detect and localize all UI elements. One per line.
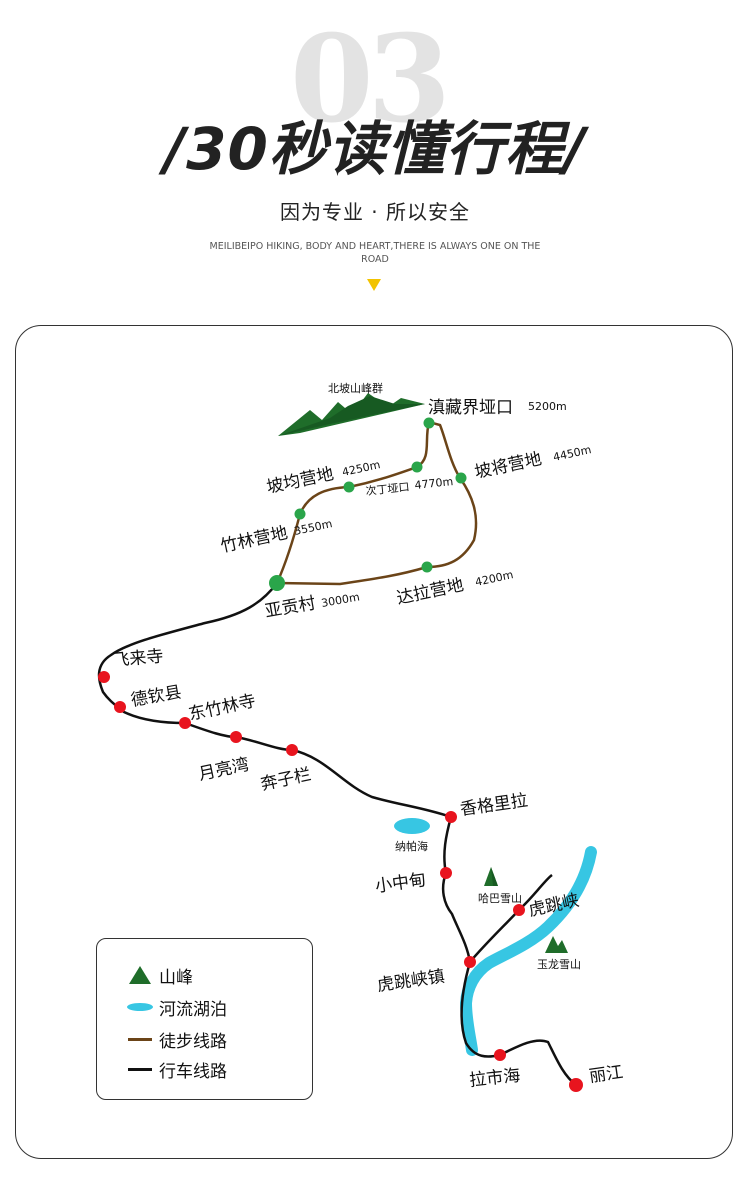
- label-pojiang-camp: 坡将营地: [473, 449, 544, 483]
- label-hutiaoxia-town: 虎跳峡镇: [376, 967, 446, 996]
- label-lijiang: 丽江: [588, 1062, 624, 1087]
- map-frame: [15, 325, 733, 1159]
- drive-points: [98, 671, 583, 1092]
- label-shangri-la: 香格里拉: [459, 791, 529, 820]
- water-icon: [127, 1003, 153, 1011]
- trek-points: [269, 417, 467, 591]
- legend-trek: 徒步线路: [127, 1027, 227, 1052]
- trek-point-pojun-camp: [343, 481, 355, 493]
- drive-point-lijiang: [569, 1078, 583, 1092]
- label-yulong-mountain: 玉龙雪山: [537, 958, 581, 971]
- drive-point-feilai-temple: [98, 671, 110, 683]
- label-napa-lake: 纳帕海: [395, 839, 428, 853]
- alt-pojun-camp: 4250m: [341, 458, 382, 479]
- label-dianzang-pass: 滇藏界垭口: [428, 398, 513, 418]
- drive-point-xiaozhongdian: [440, 867, 452, 879]
- drive-point-lashihai: [494, 1049, 506, 1061]
- drive-route: [97, 582, 553, 965]
- drive-point-hutiaoxia-town: [464, 956, 476, 968]
- haba-mountain-shadow-icon: [491, 867, 498, 886]
- trek-point-pojiang-camp: [455, 472, 467, 484]
- map-legend: 山峰 河流湖泊 徒步线路 行车线路: [96, 938, 313, 1100]
- page-subtitle: 因为专业 · 所以安全: [279, 200, 471, 224]
- river: [459, 846, 597, 1056]
- english-tagline: MEILIBEIPO HIKING, BODY AND HEART,THERE …: [209, 241, 541, 265]
- alt-pojiang-camp: 4450m: [552, 443, 593, 464]
- trek-point-dala-camp: [421, 561, 433, 573]
- label-benzilan: 奔子栏: [259, 765, 313, 795]
- legend-trek-label: 徒步线路: [159, 1031, 227, 1052]
- label-dongzhulin: 东竹林寺: [187, 691, 258, 725]
- legend-peak-label: 山峰: [159, 967, 193, 988]
- trek-point-dianzang-pass: [423, 417, 435, 429]
- alt-cidin-pass: 4770m: [414, 475, 454, 492]
- trek-route: [275, 420, 478, 586]
- legend-water-label: 河流湖泊: [159, 999, 227, 1020]
- napa-lake: [394, 818, 430, 834]
- label-zhulin-camp: 竹林营地: [219, 523, 290, 557]
- label-yueliangwan: 月亮湾: [197, 755, 251, 785]
- label-dala-camp: 达拉营地: [395, 575, 466, 609]
- mountain-group-label: 北坡山峰群: [328, 381, 383, 395]
- drive-point-yueliangwan: [230, 731, 242, 743]
- trek-point-yagong-village: [269, 575, 285, 591]
- label-feilai-temple: 飞来寺: [112, 647, 165, 671]
- alt-dala-camp: 4200m: [474, 568, 515, 589]
- down-triangle-icon: [367, 279, 381, 291]
- drive-point-dongzhulin: [179, 717, 191, 729]
- section-number: 03: [290, 9, 451, 150]
- legend-water: 河流湖泊: [127, 995, 227, 1020]
- drive-point-deqin: [114, 701, 126, 713]
- legend-drive: 行车线路: [127, 1057, 227, 1082]
- mountain-range-shadow-icon: [278, 396, 425, 436]
- label-yagong-village: 亚贡村: [263, 593, 317, 622]
- drive-point-benzilan: [286, 744, 298, 756]
- label-cidin-pass: 次丁垭口: [365, 479, 410, 498]
- yulong-mountain-icon: [545, 936, 568, 953]
- drive-line-icon: [128, 1067, 152, 1071]
- label-deqin: 德钦县: [129, 682, 183, 711]
- alt-yagong-village: 3000m: [320, 590, 360, 610]
- trek-point-zhulin-camp: [294, 508, 306, 520]
- legend-peak: 山峰: [127, 963, 193, 988]
- label-xiaozhongdian: 小中甸: [374, 870, 427, 897]
- legend-drive-label: 行车线路: [159, 1061, 227, 1082]
- drive-point-tiger-leaping-gorge: [513, 904, 525, 916]
- alt-dianzang-pass: 5200m: [528, 400, 567, 413]
- peak-icon: [129, 966, 151, 984]
- label-haba-mountain: 哈巴雪山: [478, 892, 522, 905]
- trek-line-icon: [128, 1037, 152, 1041]
- label-pojun-camp: 坡均营地: [265, 464, 336, 498]
- trek-point-cidin-pass: [411, 461, 423, 473]
- drive-point-shangri-la: [445, 811, 457, 823]
- page-title: /30秒读懂行程/: [163, 115, 587, 183]
- label-lashihai: 拉市海: [468, 1066, 521, 1091]
